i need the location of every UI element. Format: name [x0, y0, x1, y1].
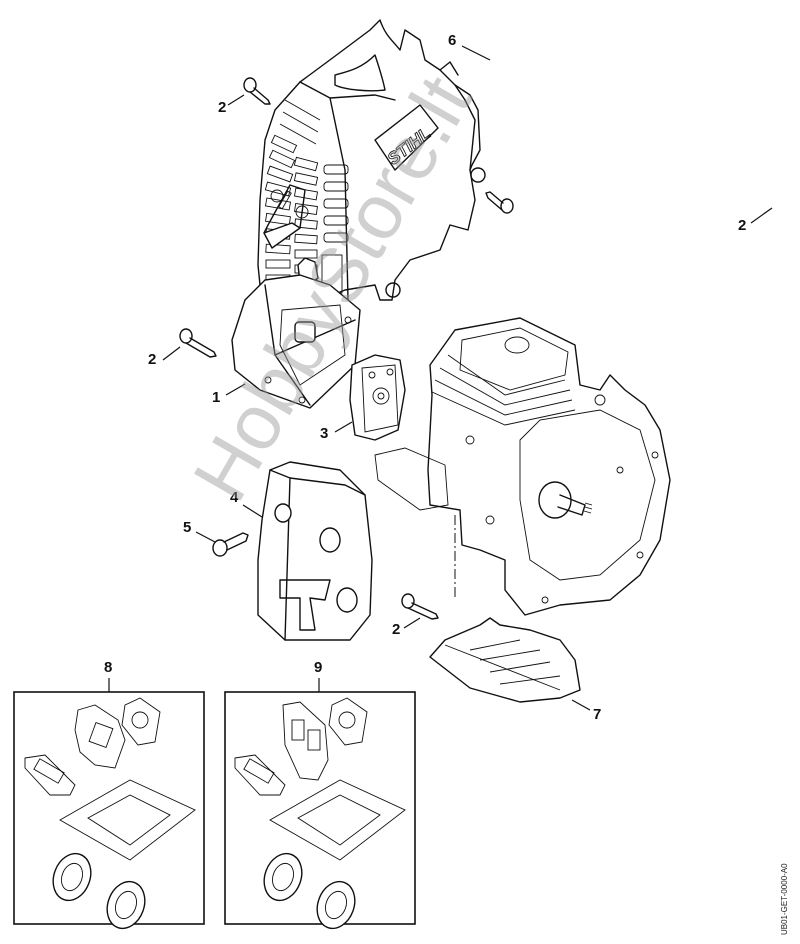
part-3-spacer[interactable] — [349, 354, 406, 441]
callout-2-right: 2 — [738, 217, 747, 234]
part-2-screw-left[interactable] — [179, 328, 217, 358]
callout-7: 7 — [593, 706, 602, 723]
callout-3: 3 — [320, 425, 329, 442]
callout-2-left: 2 — [148, 351, 157, 368]
leader-lines — [162, 45, 773, 711]
callout-9: 9 — [314, 659, 323, 676]
document-id: UB01-GET-0000-A0 — [780, 863, 789, 935]
part-2-screw-top[interactable] — [243, 77, 271, 105]
engine-cylinder-crankcase — [374, 317, 671, 616]
part-5-screw[interactable] — [212, 532, 249, 557]
callout-2-top: 2 — [218, 99, 227, 116]
part-9-gasket-set-box[interactable] — [224, 678, 416, 934]
callout-4: 4 — [230, 489, 239, 506]
callout-1: 1 — [212, 389, 221, 406]
part-4-muffler[interactable] — [257, 461, 373, 641]
callout-2-bottom: 2 — [392, 621, 401, 638]
callout-8: 8 — [104, 659, 113, 676]
part-7-bottom-cover[interactable] — [429, 617, 581, 703]
part-2-screw-right[interactable] — [485, 191, 514, 214]
part-6-engine-shroud[interactable]: STIHL — [257, 19, 486, 319]
callout-5: 5 — [183, 519, 192, 536]
part-2-screw-bottom[interactable] — [401, 593, 439, 620]
callout-6: 6 — [448, 32, 457, 49]
part-8-gasket-set-box[interactable] — [13, 678, 205, 934]
